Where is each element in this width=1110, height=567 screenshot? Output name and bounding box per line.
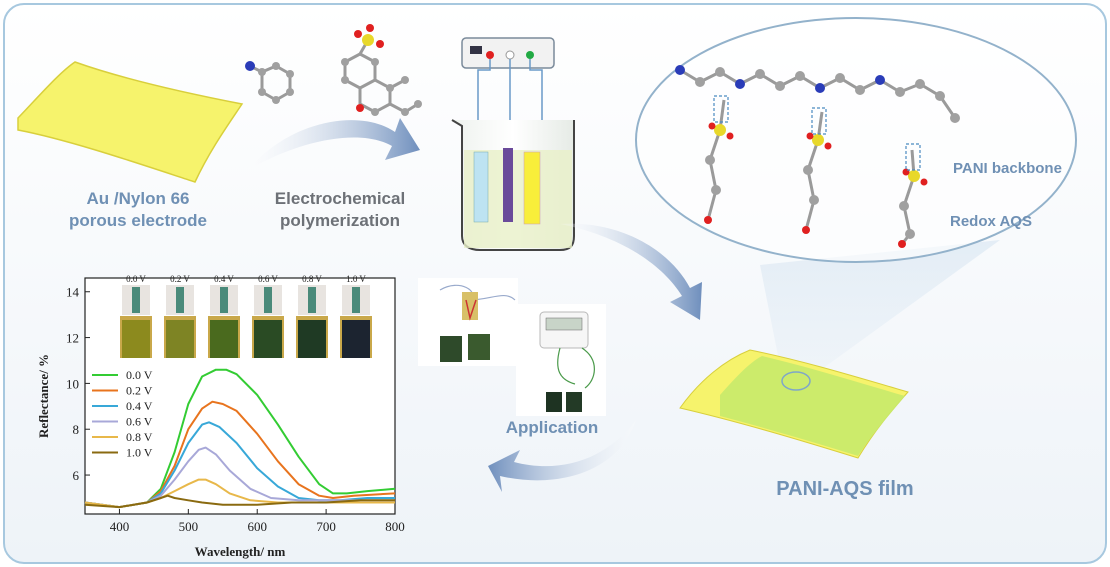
arrow-to-film (560, 223, 702, 320)
y-tick-label: 12 (66, 331, 79, 346)
series-line (84, 494, 395, 509)
legend-label: 0.4 V (126, 399, 153, 413)
series-line (84, 446, 395, 509)
redox-aqs-label: Redox AQS (950, 213, 1032, 230)
photo-sample (342, 320, 370, 358)
y-axis-label: Reflectance/ % (36, 354, 51, 438)
x-tick-label: 600 (247, 519, 267, 534)
legend-label: 0.8 V (126, 430, 153, 444)
arrow-to-application (488, 420, 636, 492)
y-tick-label: 10 (66, 376, 79, 391)
legend-label: 0.6 V (126, 415, 153, 429)
application-label: Application (505, 418, 599, 437)
photo-wire (308, 287, 316, 313)
x-tick-label: 800 (385, 519, 405, 534)
application-photo-right (516, 304, 606, 416)
photo-voltage-label: 1.0 V (346, 274, 366, 284)
legend-label: 0.0 V (126, 368, 153, 382)
photo-wire (220, 287, 228, 313)
x-tick-label: 400 (110, 519, 130, 534)
potentiostat (461, 37, 555, 69)
y-tick-label: 6 (73, 468, 80, 483)
photo-voltage-label: 0.4 V (214, 274, 234, 284)
arrow-to-polymerization (248, 118, 420, 170)
application-photo-left (418, 278, 518, 366)
x-axis-label: Wavelength/ nm (195, 544, 286, 559)
pani-aqs-film (679, 349, 909, 459)
polymerization-label-line2: polymerization (280, 211, 400, 230)
photo-voltage-label: 0.6 V (258, 274, 278, 284)
photo-voltage-label: 0.2 V (170, 274, 190, 284)
series-line (84, 400, 396, 509)
photo-wire (176, 287, 184, 313)
aqs-molecule (341, 24, 422, 116)
series-line (84, 368, 396, 509)
photo-sample (166, 320, 194, 358)
zoom-ellipse (635, 17, 1077, 263)
polymerization-label-line1: Electrochemical (274, 189, 406, 208)
au-nylon-electrode (17, 61, 244, 183)
electrode-label-line2: porous electrode (69, 211, 207, 230)
y-tick-label: 14 (66, 285, 80, 300)
legend-label: 0.2 V (126, 384, 153, 398)
electrode-label-line1: Au /Nylon 66 (86, 189, 190, 208)
photo-sample (298, 320, 326, 358)
pani-backbone-label: PANI backbone (953, 160, 1062, 177)
zoom-beam (760, 240, 1000, 385)
photo-sample (254, 320, 282, 358)
legend-label: 1.0 V (126, 446, 153, 460)
electrode-label: Au /Nylon 66 porous electrode (38, 188, 238, 232)
x-tick-label: 700 (316, 519, 336, 534)
x-tick-label: 500 (179, 519, 199, 534)
aniline-molecule (245, 61, 294, 104)
film-label: PANI-AQS film (776, 478, 914, 500)
photo-sample (122, 320, 150, 358)
photo-voltage-label: 0.8 V (302, 274, 322, 284)
photo-wire (132, 287, 140, 313)
pani-aqs-structure (675, 65, 960, 248)
polymerization-label: Electrochemical polymerization (255, 188, 425, 232)
y-tick-label: 8 (73, 422, 80, 437)
photo-wire (264, 287, 272, 313)
beaker (451, 119, 575, 251)
photo-wire (352, 287, 360, 313)
photo-sample (210, 320, 238, 358)
photo-voltage-label: 0.0 V (126, 274, 146, 284)
